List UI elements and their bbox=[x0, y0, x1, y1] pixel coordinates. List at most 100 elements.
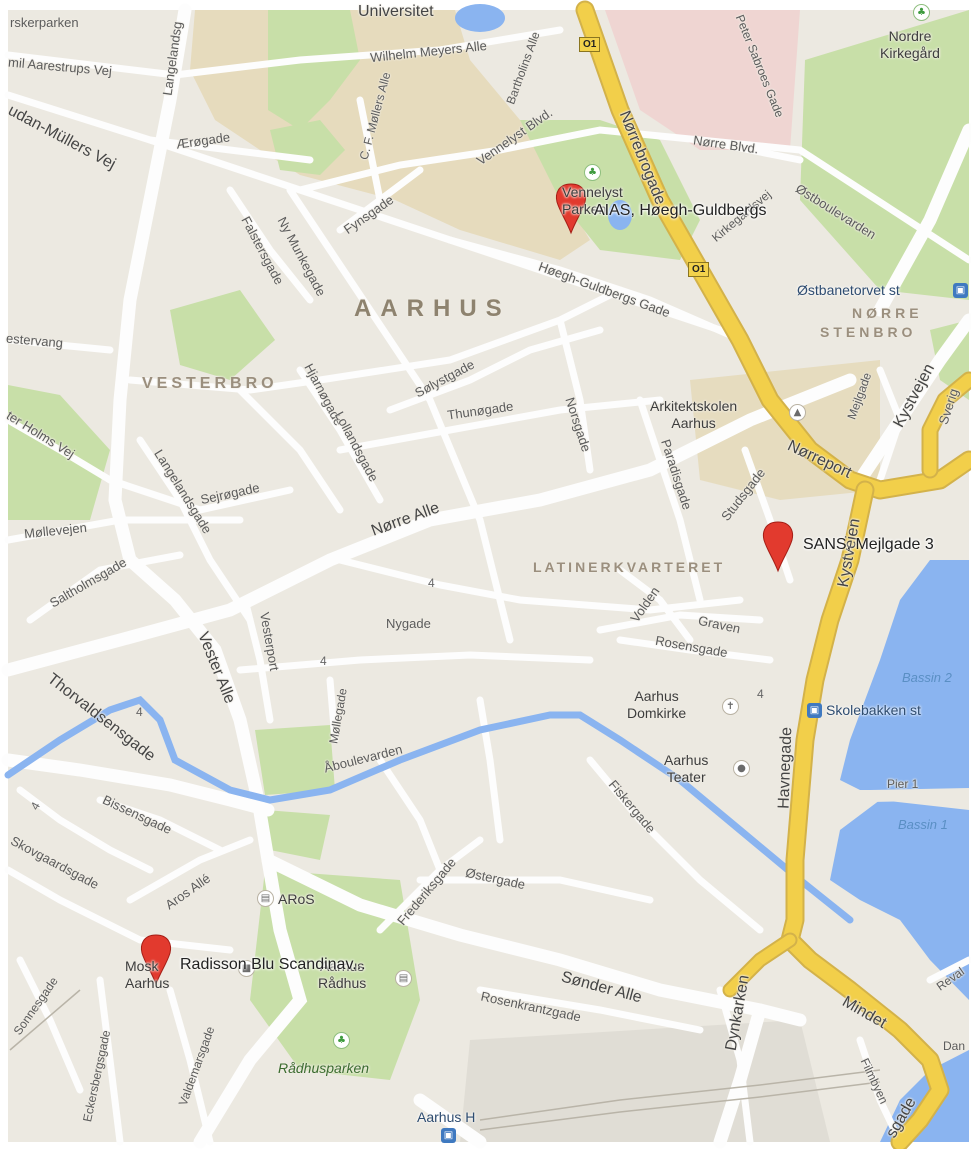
bus-icon[interactable]: ▣ bbox=[953, 283, 968, 298]
route-shield-o1-mid: O1 bbox=[688, 262, 710, 277]
poi-label-vennelyst-parken[interactable]: Vennelyst Parken bbox=[562, 184, 623, 218]
park-aros bbox=[265, 810, 330, 860]
tree-icon[interactable]: ♣ bbox=[913, 4, 930, 21]
poi-label-line: Nordre bbox=[888, 28, 932, 44]
road-valdemarsgade bbox=[166, 986, 214, 1146]
graduation-cap-icon[interactable]: ▲ bbox=[789, 404, 806, 421]
poi-label-line: Teater bbox=[666, 769, 706, 785]
pier-label-pier-1: Pier 1 bbox=[887, 777, 919, 791]
road-ostergade bbox=[416, 876, 654, 904]
hotel-icon[interactable]: ■ bbox=[238, 960, 255, 977]
map-pin-icon bbox=[555, 183, 587, 235]
tree-icon[interactable]: ♣ bbox=[584, 164, 601, 181]
bus-icon[interactable]: ▣ bbox=[441, 1128, 456, 1143]
rail-yard bbox=[460, 1020, 830, 1142]
road-paradisgade bbox=[636, 396, 704, 604]
road-vesterport bbox=[241, 596, 274, 724]
poi-label-skolebakken[interactable]: Skolebakken st bbox=[826, 702, 921, 718]
road-lollandsgade bbox=[236, 386, 344, 514]
road-cf-mollers bbox=[356, 96, 384, 204]
road-skovgaardsgade bbox=[4, 866, 234, 954]
poi-label-radhusparken[interactable]: Rådhusparken bbox=[278, 1060, 370, 1076]
road-volden bbox=[616, 566, 694, 644]
poi-label-aarhus-teater[interactable]: Aarhus Teater bbox=[664, 752, 708, 786]
road-fiskergade bbox=[586, 756, 764, 934]
poi-label-line: Domkirke bbox=[627, 705, 687, 721]
district-label-vesterbro: VESTERBRO bbox=[142, 375, 278, 392]
road-center-n-s bbox=[476, 696, 504, 844]
theatre-icon[interactable]: ● bbox=[733, 760, 750, 777]
district-label-norre: NØRRE bbox=[852, 305, 923, 321]
tree-icon[interactable]: ♣ bbox=[333, 1032, 350, 1049]
arterial-road-network bbox=[1, 3, 971, 1149]
major-road-ring-o1 bbox=[575, 0, 971, 1149]
minor-road-network bbox=[4, 26, 971, 1146]
road-ny-munkegade bbox=[286, 186, 514, 644]
harbour-south-water bbox=[880, 1050, 969, 1142]
poi-label-aarhus-radhus[interactable]: Aarhus Rådhus bbox=[318, 958, 366, 992]
road-dynkarken-main bbox=[713, 1003, 767, 1149]
road-center-2 bbox=[376, 756, 444, 874]
poi-label-line: Aarhus bbox=[664, 752, 709, 768]
road-thunogade bbox=[336, 396, 664, 454]
marker-label-aias[interactable]: AIAS, Høegh-Guldbergs bbox=[594, 202, 767, 219]
road-graven bbox=[596, 611, 764, 634]
poi-label-ostbanetorvet[interactable]: Østbanetorvet st bbox=[797, 282, 900, 298]
street-label-havnegade: Havnegade bbox=[775, 726, 796, 810]
poi-label-aros[interactable]: ARoS bbox=[278, 891, 315, 907]
marker-radisson[interactable] bbox=[140, 934, 172, 986]
poi-label-line: Rådhus bbox=[318, 975, 367, 991]
road-revalgade bbox=[926, 956, 971, 984]
poi-label-line: Aarhus bbox=[125, 975, 170, 991]
marker-aias[interactable] bbox=[555, 183, 587, 235]
road-hjarnogade bbox=[296, 366, 384, 504]
street-label-nygade: Nygade bbox=[386, 616, 431, 631]
road-number-4-d: 4 bbox=[136, 705, 143, 719]
road-mollegade bbox=[326, 676, 339, 744]
road-station bbox=[413, 1093, 487, 1149]
street-label-skerparken: rskerparken bbox=[10, 15, 79, 30]
road-rosenkrantzgade bbox=[476, 986, 704, 1034]
park-vennelyst bbox=[520, 120, 700, 260]
road-norsgade bbox=[556, 316, 594, 474]
town-hall-icon[interactable]: ▤ bbox=[395, 970, 412, 987]
road-kystvejen-north bbox=[873, 123, 971, 317]
road-vesterbro bbox=[126, 286, 624, 394]
poi-label-line: Aarhus bbox=[634, 688, 679, 704]
road-number-4-b: 4 bbox=[320, 654, 327, 668]
water-label-bassin-2: Bassin 2 bbox=[902, 670, 952, 685]
bassin-1-water bbox=[830, 800, 969, 1000]
road-ludan-mullers bbox=[4, 91, 724, 334]
marker-sans[interactable] bbox=[762, 521, 794, 573]
road-kystvejen bbox=[853, 313, 971, 487]
poi-label-nordre-kirkegard[interactable]: Nordre Kirkegård bbox=[880, 28, 940, 62]
road-langelandsgade-s bbox=[136, 436, 254, 624]
road-bissensgade-w bbox=[16, 786, 154, 874]
route-shield-o1-top: O1 bbox=[579, 37, 601, 52]
road-rosensgade bbox=[616, 636, 774, 664]
park-radhusparken bbox=[250, 870, 420, 1080]
church-icon[interactable]: ✝ bbox=[722, 698, 739, 715]
poi-label-aarhus-domkirke[interactable]: Aarhus Domkirke bbox=[627, 688, 686, 722]
bassin-2-water bbox=[840, 560, 969, 790]
marker-label-sans[interactable]: SANS, Mejlgade 3 bbox=[803, 536, 934, 553]
poi-label-aarhus-h[interactable]: Aarhus H bbox=[417, 1109, 476, 1125]
street-label-universitet: Universitet bbox=[358, 3, 434, 20]
museum-icon[interactable]: ▤ bbox=[257, 890, 274, 907]
poi-label-mosk-aarhus[interactable]: Mosk Aarhus bbox=[125, 958, 169, 992]
aarhus-river bbox=[4, 695, 854, 924]
road-4-west bbox=[236, 651, 594, 674]
road-estervang bbox=[4, 336, 114, 354]
marker-label-radisson[interactable]: Radisson Blu Scandinav... bbox=[180, 956, 366, 973]
road-nygade bbox=[336, 556, 744, 614]
poi-label-arkitektskolen[interactable]: Arkitektskolen Aarhus bbox=[650, 398, 737, 432]
poi-label-line: Kirkegård bbox=[880, 45, 940, 61]
water-label-bassin-1: Bassin 1 bbox=[898, 817, 948, 832]
bus-icon[interactable]: ▣ bbox=[807, 703, 822, 718]
road-sonnesgade bbox=[16, 956, 84, 1094]
park-vesterbro bbox=[170, 290, 275, 380]
street-label-dan: Dan bbox=[943, 1039, 966, 1053]
poi-label-line: Mosk bbox=[125, 958, 159, 974]
